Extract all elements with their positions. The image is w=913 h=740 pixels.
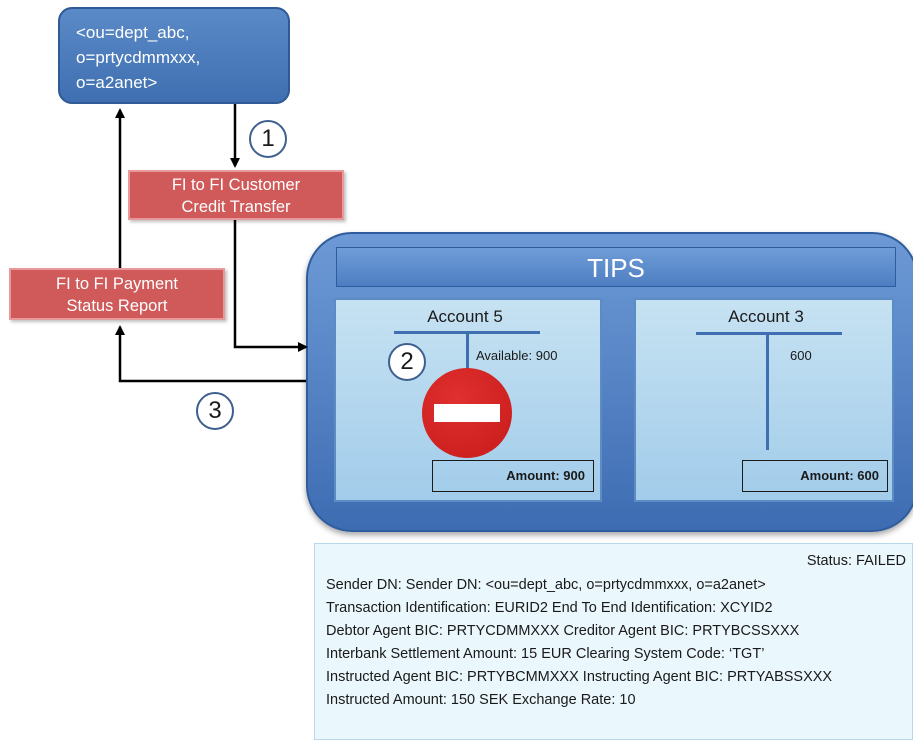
dn-line-1: <ou=dept_abc, bbox=[76, 23, 190, 42]
account-3-t-bar bbox=[696, 332, 842, 335]
account-3-amount: Amount: 600 bbox=[742, 460, 888, 492]
credit-transfer-message: FI to FI Customer Credit Transfer bbox=[128, 170, 344, 220]
account-5-t-bar bbox=[394, 331, 540, 334]
sender-dn-box: <ou=dept_abc, o=prtycdmmxxx, o=a2anet> bbox=[58, 7, 290, 104]
account-3-title: Account 3 bbox=[728, 307, 804, 326]
status-details-panel: Status: FAILED Sender DN: Sender DN: <ou… bbox=[314, 543, 913, 740]
status-line-agent-bics: Debtor Agent BIC: PRTYCDMMXXX Creditor A… bbox=[326, 623, 800, 639]
account-5-title: Account 5 bbox=[427, 307, 503, 326]
account-3-balance: 600 bbox=[790, 348, 812, 363]
account-5-amount: Amount: 900 bbox=[432, 460, 594, 492]
account-5-available: Available: 900 bbox=[476, 348, 558, 363]
arrow-credit-transfer-to-tips bbox=[233, 220, 308, 352]
credit-transfer-line-2: Credit Transfer bbox=[181, 198, 291, 216]
tips-title: TIPS bbox=[587, 253, 645, 283]
status-report-line-1: FI to FI Payment bbox=[56, 275, 178, 293]
stop-sign-bar bbox=[434, 404, 500, 422]
dn-line-3: o=a2anet> bbox=[76, 73, 158, 92]
status-line-settlement: Interbank Settlement Amount: 15 EUR Clea… bbox=[326, 646, 765, 662]
status-line-transaction-id: Transaction Identification: EURID2 End T… bbox=[326, 600, 773, 616]
step-3-badge: 3 bbox=[196, 392, 234, 430]
step-2-badge: 2 bbox=[388, 343, 426, 381]
dn-line-2: o=prtycdmmxxx, bbox=[76, 48, 201, 67]
status-value: Status: FAILED bbox=[806, 553, 906, 569]
step-1-badge: 1 bbox=[249, 120, 287, 158]
status-report-message: FI to FI Payment Status Report bbox=[9, 268, 225, 320]
status-line-instructed-amount: Instructed Amount: 150 SEK Exchange Rate… bbox=[326, 692, 636, 708]
status-report-line-2: Status Report bbox=[66, 297, 168, 315]
status-line-sender-dn: Sender DN: Sender DN: <ou=dept_abc, o=pr… bbox=[326, 577, 766, 593]
tips-header-band bbox=[336, 247, 896, 287]
account-3-t-stem bbox=[766, 334, 769, 450]
arrow-tips-to-status-report bbox=[115, 325, 306, 383]
status-line-instructed-agents: Instructed Agent BIC: PRTYBCMMXXX Instru… bbox=[326, 669, 833, 685]
credit-transfer-line-1: FI to FI Customer bbox=[171, 176, 301, 194]
